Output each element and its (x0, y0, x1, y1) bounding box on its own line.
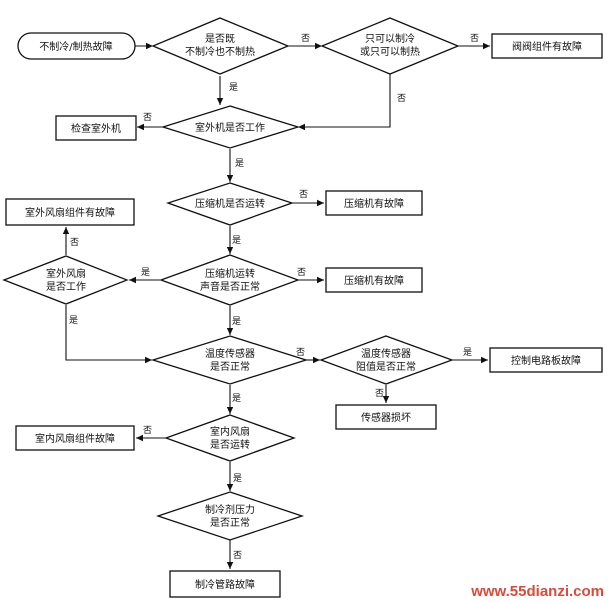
q2-line1: 只可以制冷 (365, 32, 415, 45)
qfan-line2: 是否工作 (46, 281, 86, 293)
q9-line2: 是否正常 (210, 516, 250, 529)
q2-line2: 或只可以制热 (360, 45, 420, 58)
q6-line2: 是否正常 (210, 360, 250, 373)
label-q4-no: 否 (299, 189, 308, 200)
label-q4-yes: 是 (232, 235, 241, 246)
check-outdoor-label: 检查室外机 (71, 122, 121, 135)
watermark-text: www.55dianzi.com (470, 583, 604, 600)
label-q1-no: 否 (301, 33, 310, 44)
decision-outdoor-fan: 室外风扇 是否工作 (2, 255, 129, 305)
check-outdoor-box: 检查室外机 (55, 115, 137, 141)
q5-line1: 压缩机运转 (205, 267, 255, 280)
q7-line1: 温度传感器 (361, 347, 411, 360)
edge-q2-no-to-q3 (298, 74, 391, 131)
q8-line1: 室内风扇 (210, 425, 250, 438)
q1-line2: 不制冷也不制热 (185, 45, 255, 58)
label-qfan-no: 否 (70, 237, 79, 248)
q1-line1: 是否既 (205, 33, 235, 45)
qfan-line1: 室外风扇 (46, 267, 86, 280)
decision-compressor-running: 压缩机是否运转 (165, 182, 295, 226)
outdoor-fan-fault-label: 室外风扇组件有故障 (25, 206, 115, 219)
label-q7-yes: 是 (463, 347, 472, 358)
outdoor-fan-fault-box: 室外风扇组件有故障 (5, 198, 135, 226)
control-board-fault-box: 控制电路板故障 (489, 347, 603, 373)
decision-no-cool-no-heat: 是否既 不制冷也不制热 (151, 17, 290, 75)
start-label: 不制冷/制热故障 (39, 40, 112, 53)
decision-outdoor-working: 室外机是否工作 (160, 105, 301, 149)
label-q5-yes-left: 是 (141, 267, 150, 278)
decision-refrigerant-pressure: 制冷剂压力 是否正常 (155, 491, 305, 541)
edge-labels: 否 否 是 否 否 是 否 否 是 是 否 是 是 否 是 否 是 否 是 否 (69, 33, 479, 561)
q7-line2: 阻值是否正常 (356, 360, 416, 373)
compressor-fault-2-label: 压缩机有故障 (344, 274, 404, 287)
pipe-fault-label: 制冷管路故障 (195, 578, 255, 591)
compressor-fault-box-1: 压缩机有故障 (325, 190, 423, 216)
decision-indoor-fan: 室内风扇 是否运转 (164, 414, 296, 462)
valve-fault-label: 阀阀组件有故障 (512, 40, 582, 53)
q8-line2: 是否运转 (210, 438, 250, 451)
edges (62, 42, 490, 569)
label-q8-no: 否 (143, 425, 152, 436)
label-qfan-yes: 是 (69, 315, 78, 326)
indoor-fan-fault-box: 室内风扇组件故障 (15, 425, 135, 451)
q5-line2: 声音是否正常 (200, 280, 260, 293)
decision-sensor-resistance: 温度传感器 阻值是否正常 (319, 335, 454, 385)
label-q2-no: 否 (470, 33, 479, 44)
label-q3-no: 否 (143, 112, 152, 123)
label-q5-no: 否 (297, 267, 306, 278)
decision-compressor-sound: 压缩机运转 声音是否正常 (159, 254, 300, 306)
compressor-fault-box-2: 压缩机有故障 (325, 267, 423, 293)
start-node: 不制冷/制热故障 (17, 32, 136, 60)
q3-label: 室外机是否工作 (195, 121, 265, 134)
label-q6-yes: 是 (232, 393, 241, 404)
valve-fault-box: 阀阀组件有故障 (491, 33, 603, 59)
decision-only-one-mode: 只可以制冷 或只可以制热 (320, 17, 460, 75)
label-q5-yes-down: 是 (232, 316, 241, 327)
label-q6-no: 否 (296, 347, 305, 358)
q6-line1: 温度传感器 (205, 347, 255, 360)
label-q1-yes: 是 (229, 82, 238, 93)
control-board-fault-label: 控制电路板故障 (511, 354, 581, 367)
label-q7-no: 否 (375, 388, 384, 399)
decision-temp-sensor: 温度传感器 是否正常 (150, 335, 309, 385)
label-q8-yes: 是 (233, 473, 242, 484)
pipe-fault-box: 制冷管路故障 (169, 570, 281, 598)
sensor-damaged-label: 传感器损坏 (361, 411, 411, 424)
label-q2-no-down: 否 (397, 93, 406, 104)
compressor-fault-1-label: 压缩机有故障 (344, 197, 404, 210)
label-q3-yes: 是 (235, 158, 244, 169)
sensor-damaged-box: 传感器损坏 (335, 404, 437, 430)
q9-line1: 制冷剂压力 (205, 503, 255, 516)
q4-label: 压缩机是否运转 (195, 197, 265, 210)
label-q9-no: 否 (233, 550, 242, 561)
edge-qfan-yes-to-q6 (65, 305, 152, 364)
indoor-fan-fault-label: 室内风扇组件故障 (35, 432, 115, 445)
